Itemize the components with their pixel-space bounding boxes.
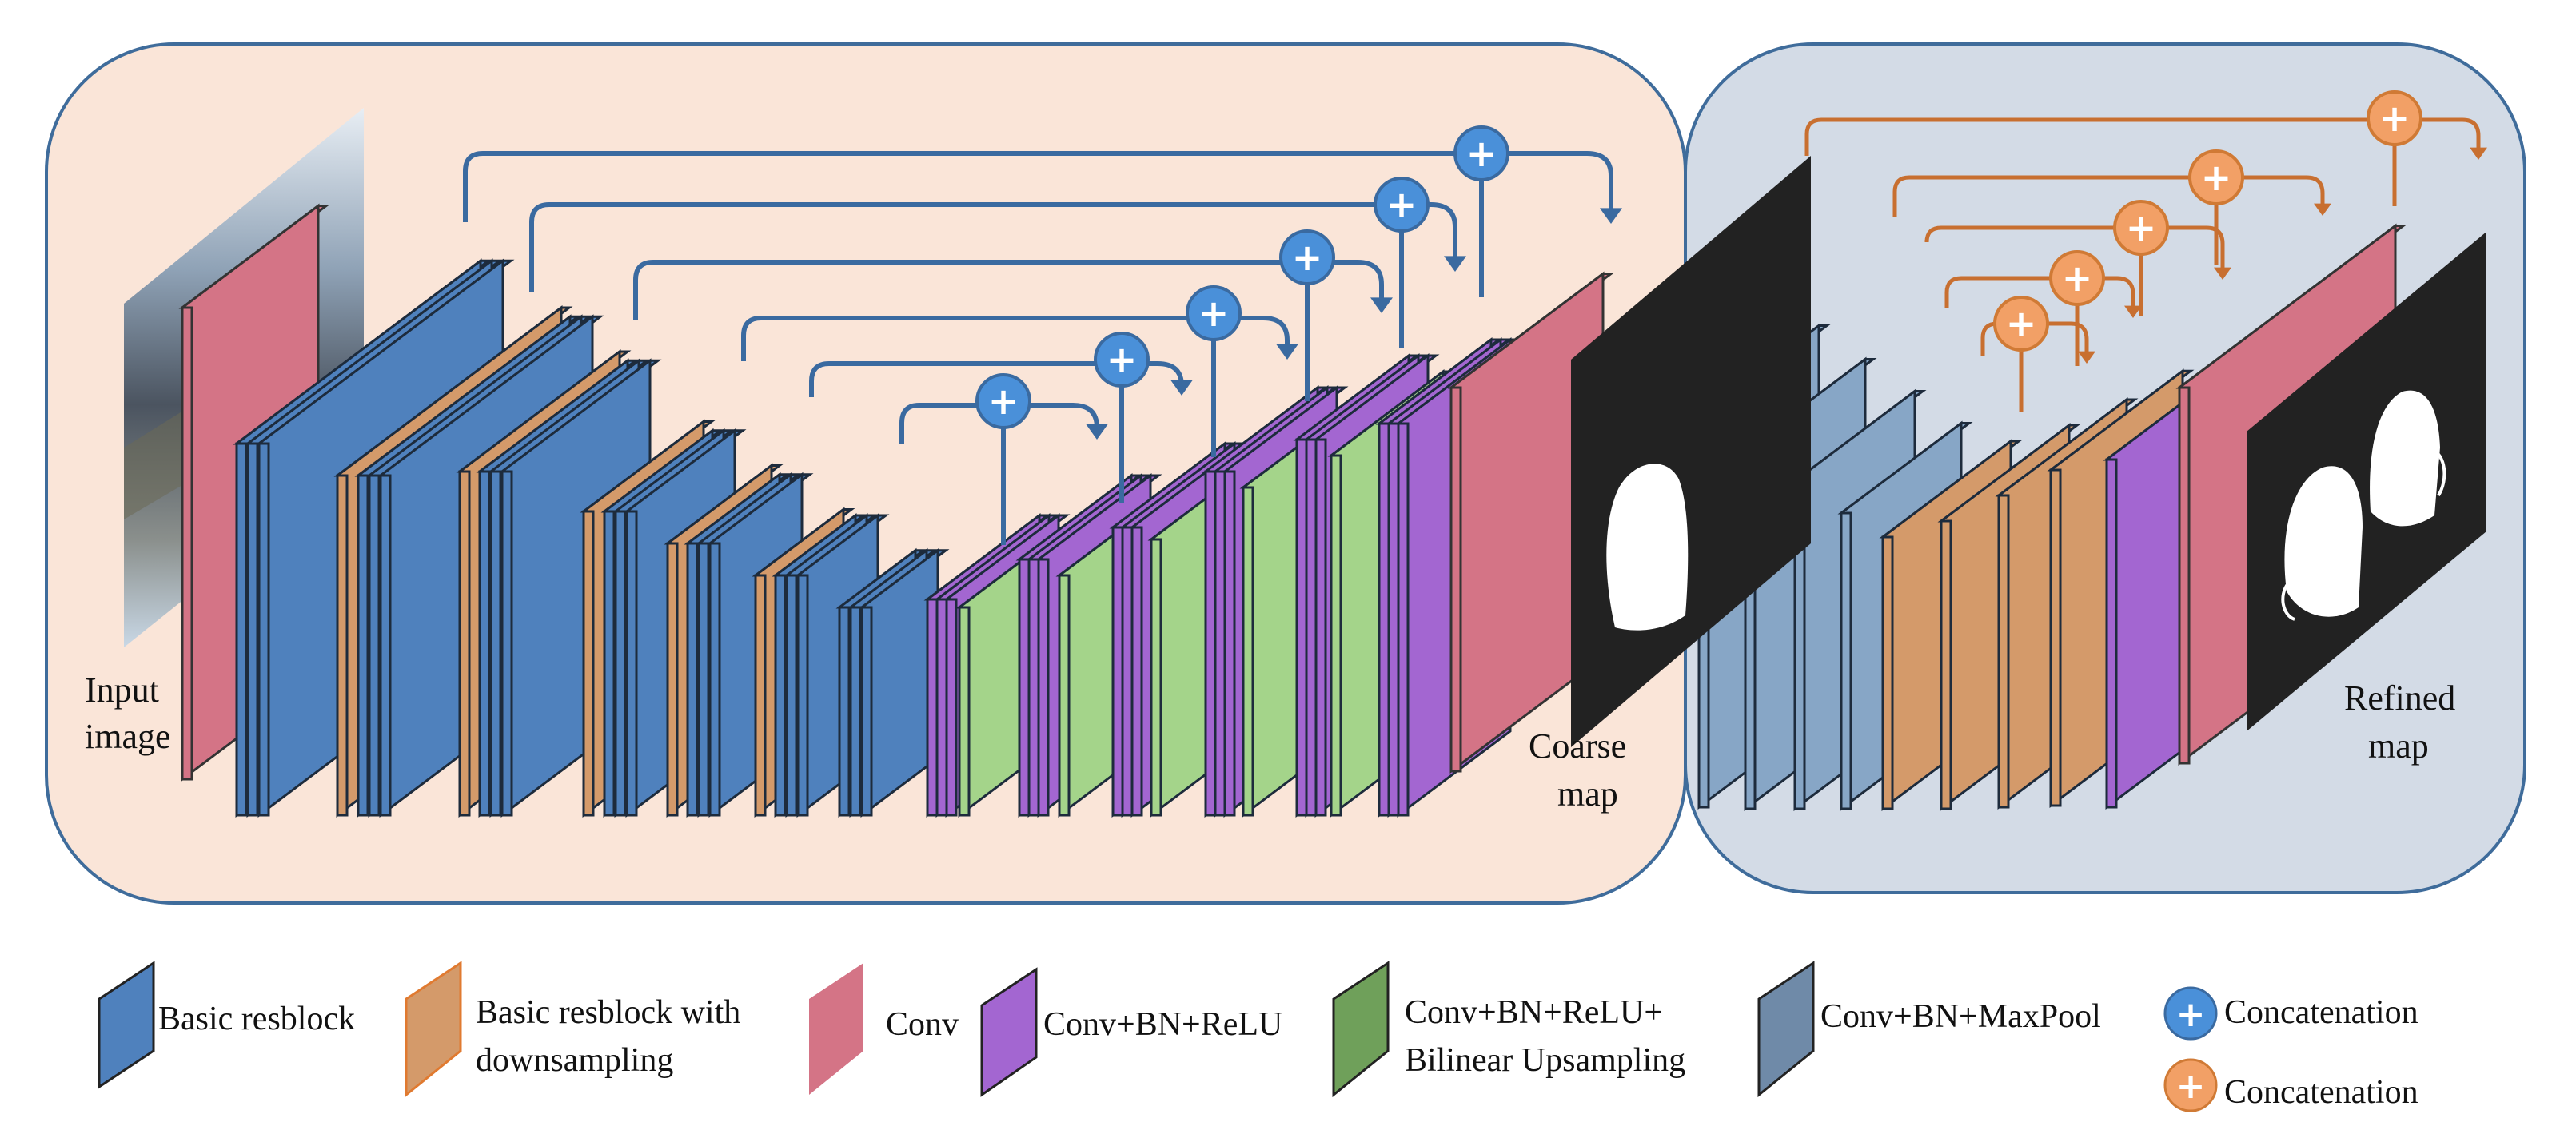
- concat-blue-icon: +: [975, 373, 1031, 429]
- legend-upsampling: Conv+BN+ReLU+ Bilinear Upsampling: [1332, 961, 1685, 1098]
- coarse-map: [1571, 156, 1811, 747]
- layer-block-basic_resblock: [858, 547, 950, 818]
- concat-orange-icon: +: [2367, 90, 2422, 146]
- concat-blue-icon: +: [1453, 125, 1509, 181]
- skip-connections: + + + + + + + + + + +: [463, 90, 2487, 545]
- legend-label-maxpool: Conv+BN+MaxPool: [1820, 998, 2101, 1035]
- layer-blocks: [178, 203, 2407, 818]
- legend-swatch-basic-resblock: [98, 961, 155, 1089]
- svg-text:+: +: [2201, 156, 2232, 199]
- legend-conv: Conv: [809, 963, 959, 1095]
- legend-concat-orange-symbol: +: [2176, 1066, 2206, 1107]
- legend-label-concat-blue: Concatenation: [2224, 994, 2418, 1031]
- legend-concat-blue: + Concatenation: [2163, 986, 2418, 1041]
- svg-text:+: +: [2379, 97, 2411, 140]
- concat-orange-icon: +: [2188, 149, 2244, 205]
- refined-map-label-line2: map: [2368, 726, 2429, 766]
- refined-map: [2247, 232, 2486, 731]
- concat-orange-icon: +: [1993, 296, 2049, 352]
- legend-concat-orange: + Concatenation: [2163, 1058, 2418, 1112]
- legend-label-downsampling-line1: Basic resblock with: [476, 994, 740, 1031]
- svg-text:+: +: [2126, 206, 2157, 249]
- legend-label-upsampling-line1: Conv+BN+ReLU+: [1405, 994, 1663, 1031]
- legend-conv-bn-relu: Conv+BN+ReLU: [980, 967, 1282, 1097]
- svg-text:+: +: [1107, 338, 1138, 381]
- coarse-map-label-line2: map: [1557, 774, 1618, 814]
- concat-blue-icon: +: [1094, 332, 1150, 388]
- concat-blue-icon: +: [1374, 177, 1430, 233]
- concat-blue-icon: +: [1186, 285, 1242, 341]
- legend-swatch-downsampling: [405, 961, 462, 1098]
- legend-basic-resblock: Basic resblock: [98, 961, 355, 1089]
- svg-text:+: +: [2006, 302, 2037, 345]
- legend-swatch-conv-bn-relu: [980, 967, 1038, 1097]
- svg-text:+: +: [1386, 183, 1418, 226]
- legend-label-concat-orange: Concatenation: [2224, 1074, 2418, 1111]
- layer-block-conv: [1447, 271, 1615, 774]
- legend-concat-blue-icon: [2163, 986, 2218, 1041]
- refined-map-label-line1: Refined: [2344, 678, 2455, 718]
- legend-label-downsampling-line2: downsampling: [476, 1042, 673, 1079]
- svg-text:+: +: [1198, 292, 1230, 335]
- svg-text:+: +: [2062, 257, 2093, 300]
- legend: Basic resblock Basic resblock with downs…: [98, 961, 2418, 1112]
- svg-text:+: +: [1292, 236, 1323, 279]
- input-image-label-line2: image: [85, 717, 171, 756]
- input-image-label-line1: Input: [85, 670, 159, 710]
- concat-blue-icon: +: [1279, 229, 1335, 285]
- svg-text:+: +: [1466, 132, 1497, 175]
- legend-label-upsampling-line2: Bilinear Upsampling: [1405, 1042, 1685, 1079]
- legend-concat-blue-symbol: +: [2176, 994, 2206, 1035]
- legend-maxpool: Conv+BN+MaxPool: [1757, 961, 2101, 1098]
- legend-label-conv-bn-relu: Conv+BN+ReLU: [1043, 1006, 1282, 1043]
- concat-orange-icon: +: [2113, 200, 2169, 256]
- legend-swatch-conv: [809, 963, 863, 1095]
- svg-text:+: +: [988, 380, 1019, 423]
- concat-orange-icon: +: [2049, 250, 2105, 306]
- legend-downsampling: Basic resblock with downsampling: [405, 961, 740, 1098]
- legend-label-basic-resblock: Basic resblock: [158, 1001, 355, 1037]
- legend-swatch-upsampling: [1332, 961, 1390, 1098]
- coarse-map-label-line1: Coarse: [1529, 726, 1626, 766]
- legend-label-conv: Conv: [886, 1006, 959, 1043]
- legend-swatch-maxpool: [1757, 961, 1815, 1098]
- legend-concat-orange-icon: [2163, 1058, 2218, 1112]
